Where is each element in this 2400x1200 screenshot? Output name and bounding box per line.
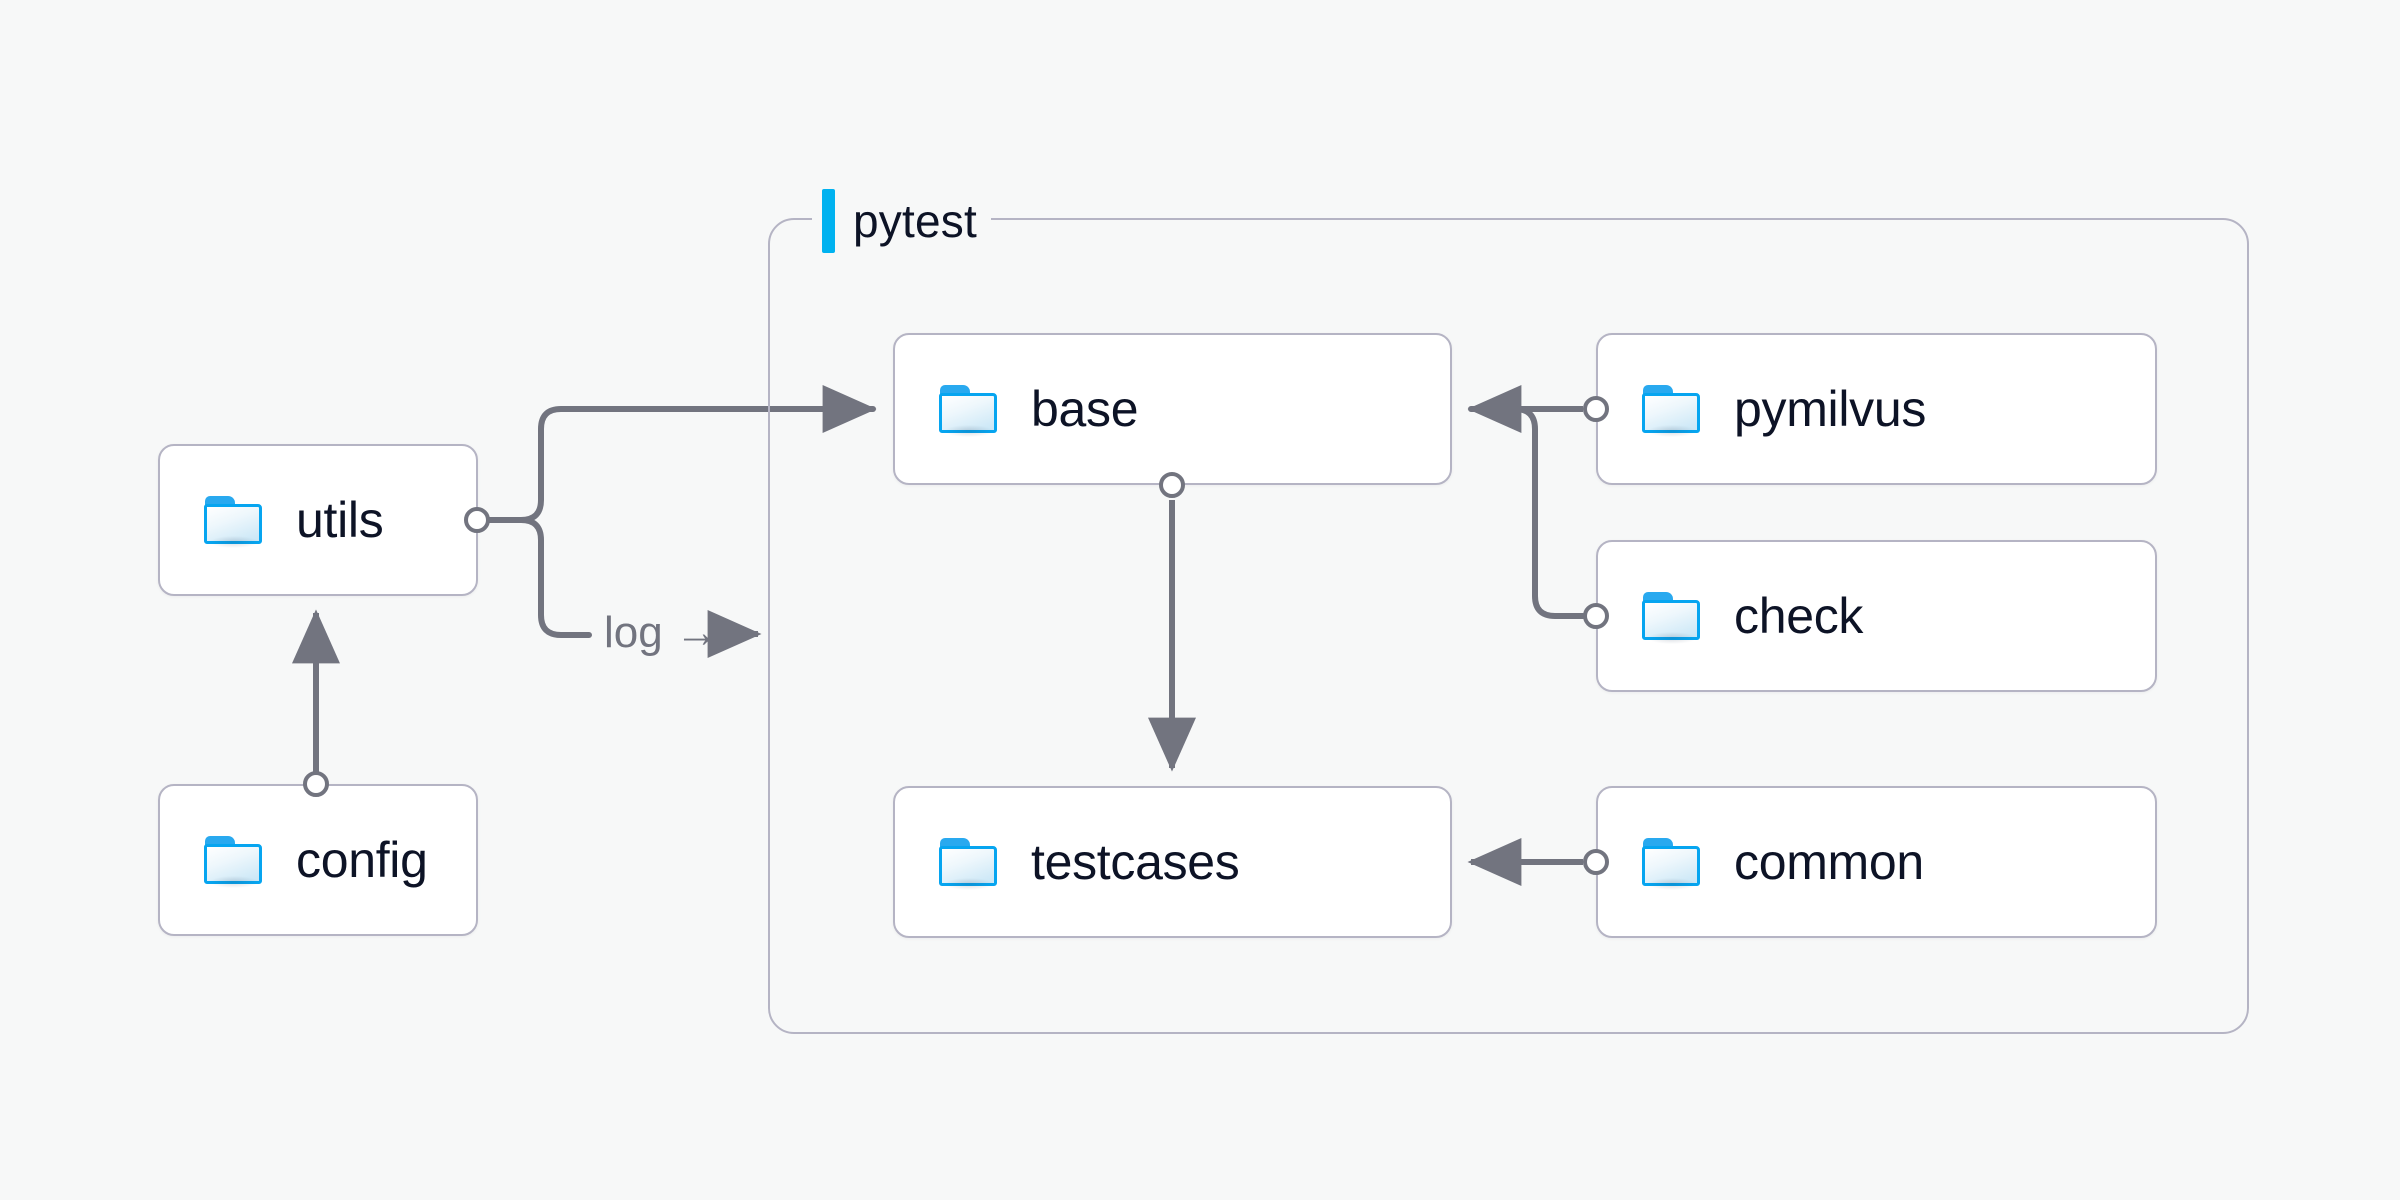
node-label-utils: utils [296, 492, 384, 548]
group-accent-bar [822, 189, 835, 253]
node-label-pymilvus: pymilvus [1734, 381, 1927, 437]
node-testcases[interactable]: testcases [893, 786, 1452, 938]
folder-icon [939, 385, 997, 437]
port-pymilvus-left[interactable] [1583, 396, 1609, 422]
node-common[interactable]: common [1596, 786, 2157, 938]
edge-label-log: log → [604, 608, 719, 657]
node-label-common: common [1734, 834, 1924, 890]
node-label-base: base [1031, 381, 1139, 437]
edge-utils-to-log [487, 517, 592, 638]
port-check-left[interactable] [1583, 603, 1609, 629]
port-config-top[interactable] [303, 771, 329, 797]
port-utils-right[interactable] [464, 507, 490, 533]
group-title: pytest [853, 195, 977, 247]
port-base-bottom[interactable] [1159, 472, 1185, 498]
node-config[interactable]: config [158, 784, 478, 936]
node-label-check: check [1734, 588, 1864, 644]
folder-icon [204, 496, 262, 548]
node-pymilvus[interactable]: pymilvus [1596, 333, 2157, 485]
node-utils[interactable]: utils [158, 444, 478, 596]
folder-icon [1642, 838, 1700, 890]
group-container-pytest [768, 218, 2249, 1034]
group-label-pytest: pytest [812, 188, 991, 254]
node-check[interactable]: check [1596, 540, 2157, 692]
node-label-testcases: testcases [1031, 834, 1240, 890]
folder-icon [204, 836, 262, 888]
node-label-config: config [296, 832, 428, 888]
folder-icon [1642, 592, 1700, 644]
folder-icon [1642, 385, 1700, 437]
folder-icon [939, 838, 997, 890]
port-common-left[interactable] [1583, 849, 1609, 875]
node-base[interactable]: base [893, 333, 1452, 485]
